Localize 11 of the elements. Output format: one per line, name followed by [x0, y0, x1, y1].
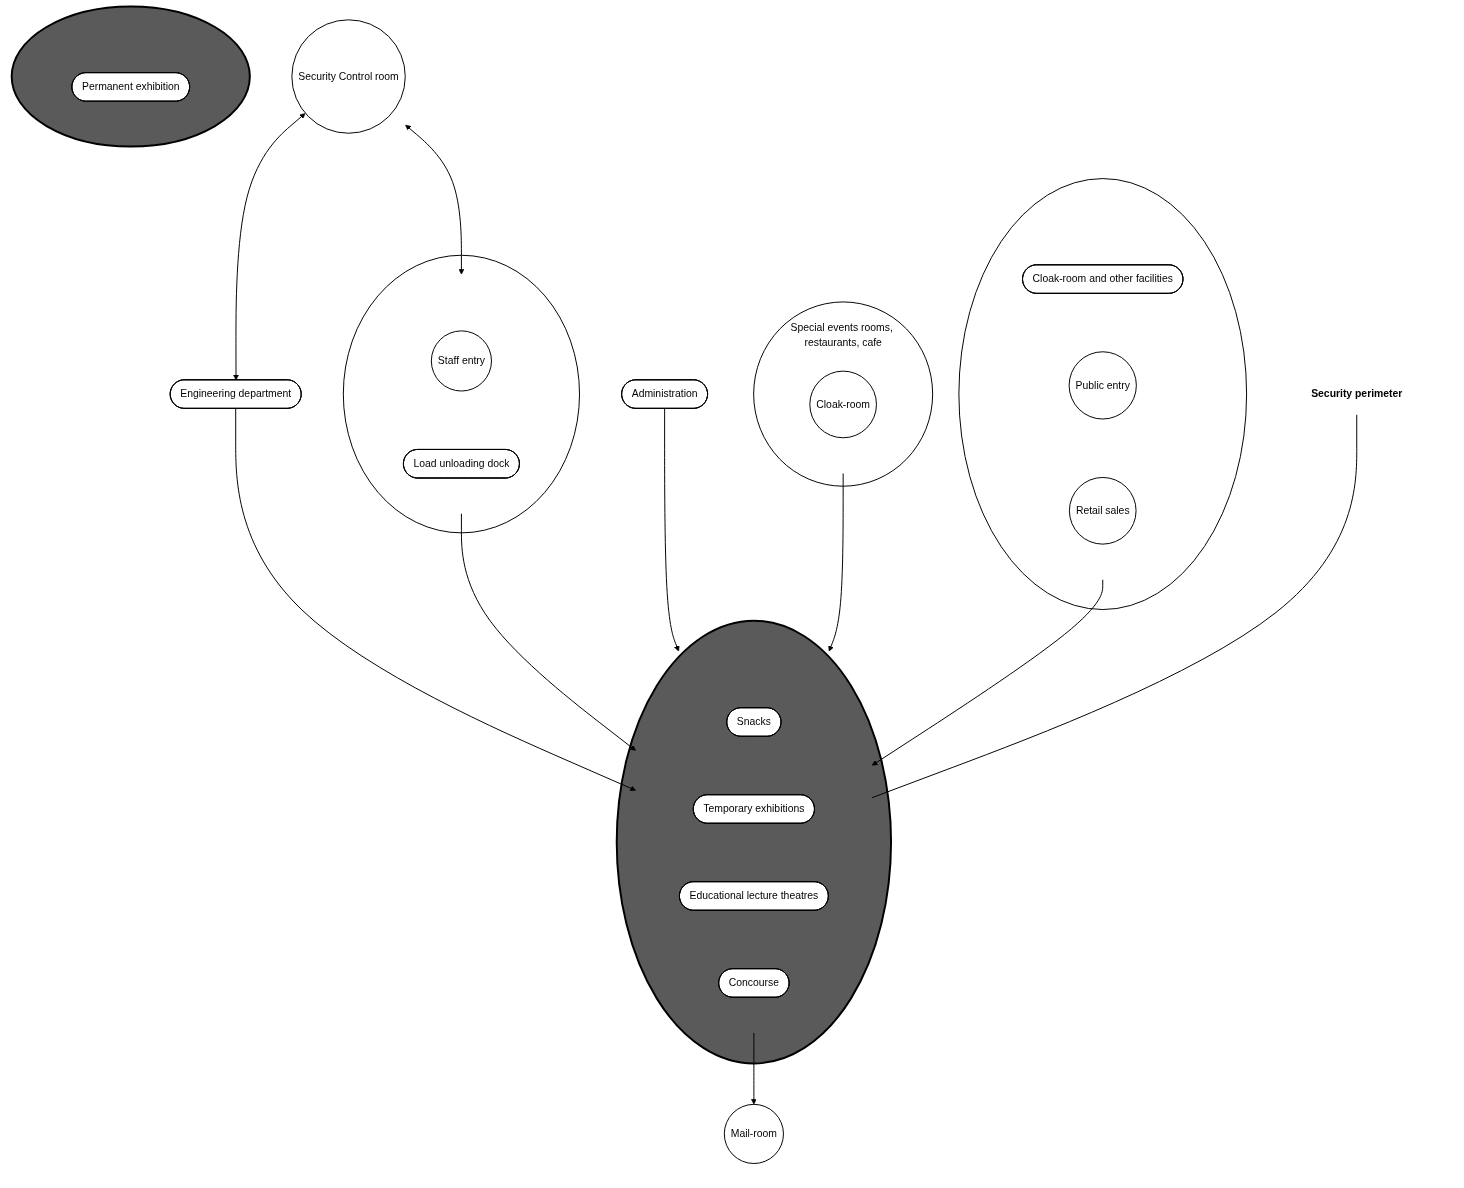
node-circle: Public entry: [1068, 351, 1137, 420]
node-circle: Staff entry: [430, 330, 492, 392]
node-circle: Security Control room: [291, 19, 406, 134]
cluster: [615, 619, 893, 1065]
node-circle: Cloak-room: [809, 370, 877, 439]
cluster: [10, 5, 251, 148]
node-circle: Retail sales: [1068, 476, 1137, 545]
node-text: Security perimeter: [1311, 388, 1403, 400]
cluster: [958, 178, 1248, 611]
cluster: [342, 254, 580, 534]
node-circle: Mail-room: [723, 1103, 784, 1164]
